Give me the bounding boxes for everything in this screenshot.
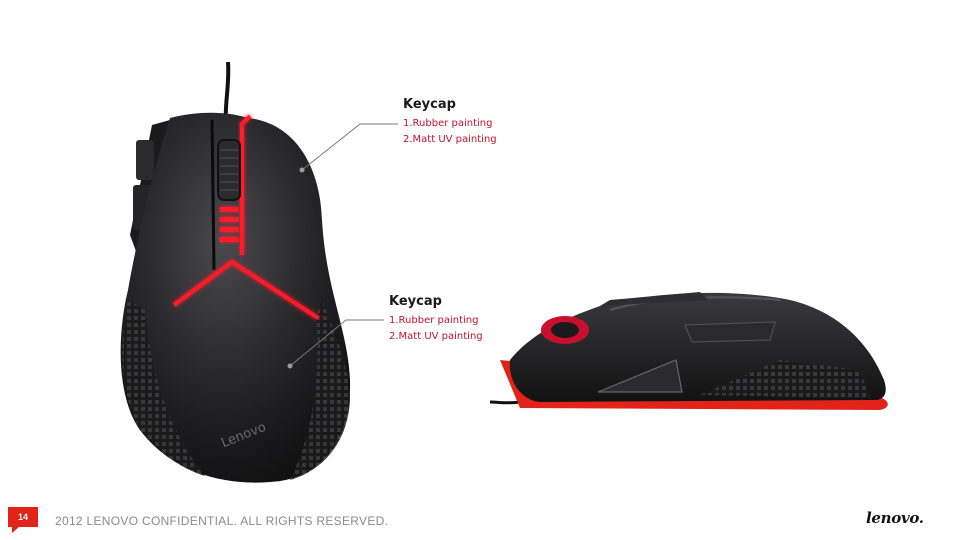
callout-1-item-1: 1.Rubber painting (403, 118, 493, 129)
callout-2-item-1: 1.Rubber painting (389, 315, 479, 326)
callout-1-title: Keycap (403, 97, 456, 112)
lenovo-logo: lenovo. (866, 509, 924, 527)
confidential-notice: 2012 LENOVO CONFIDENTIAL. ALL RIGHTS RES… (55, 514, 389, 528)
page-number-badge: 14 (8, 507, 38, 533)
page-number: 14 (17, 512, 28, 522)
callout-2-title: Keycap (389, 294, 442, 309)
callout-2-item-2: 2.Matt UV painting (389, 331, 483, 342)
callout-1-item-2: 2.Matt UV painting (403, 134, 497, 145)
